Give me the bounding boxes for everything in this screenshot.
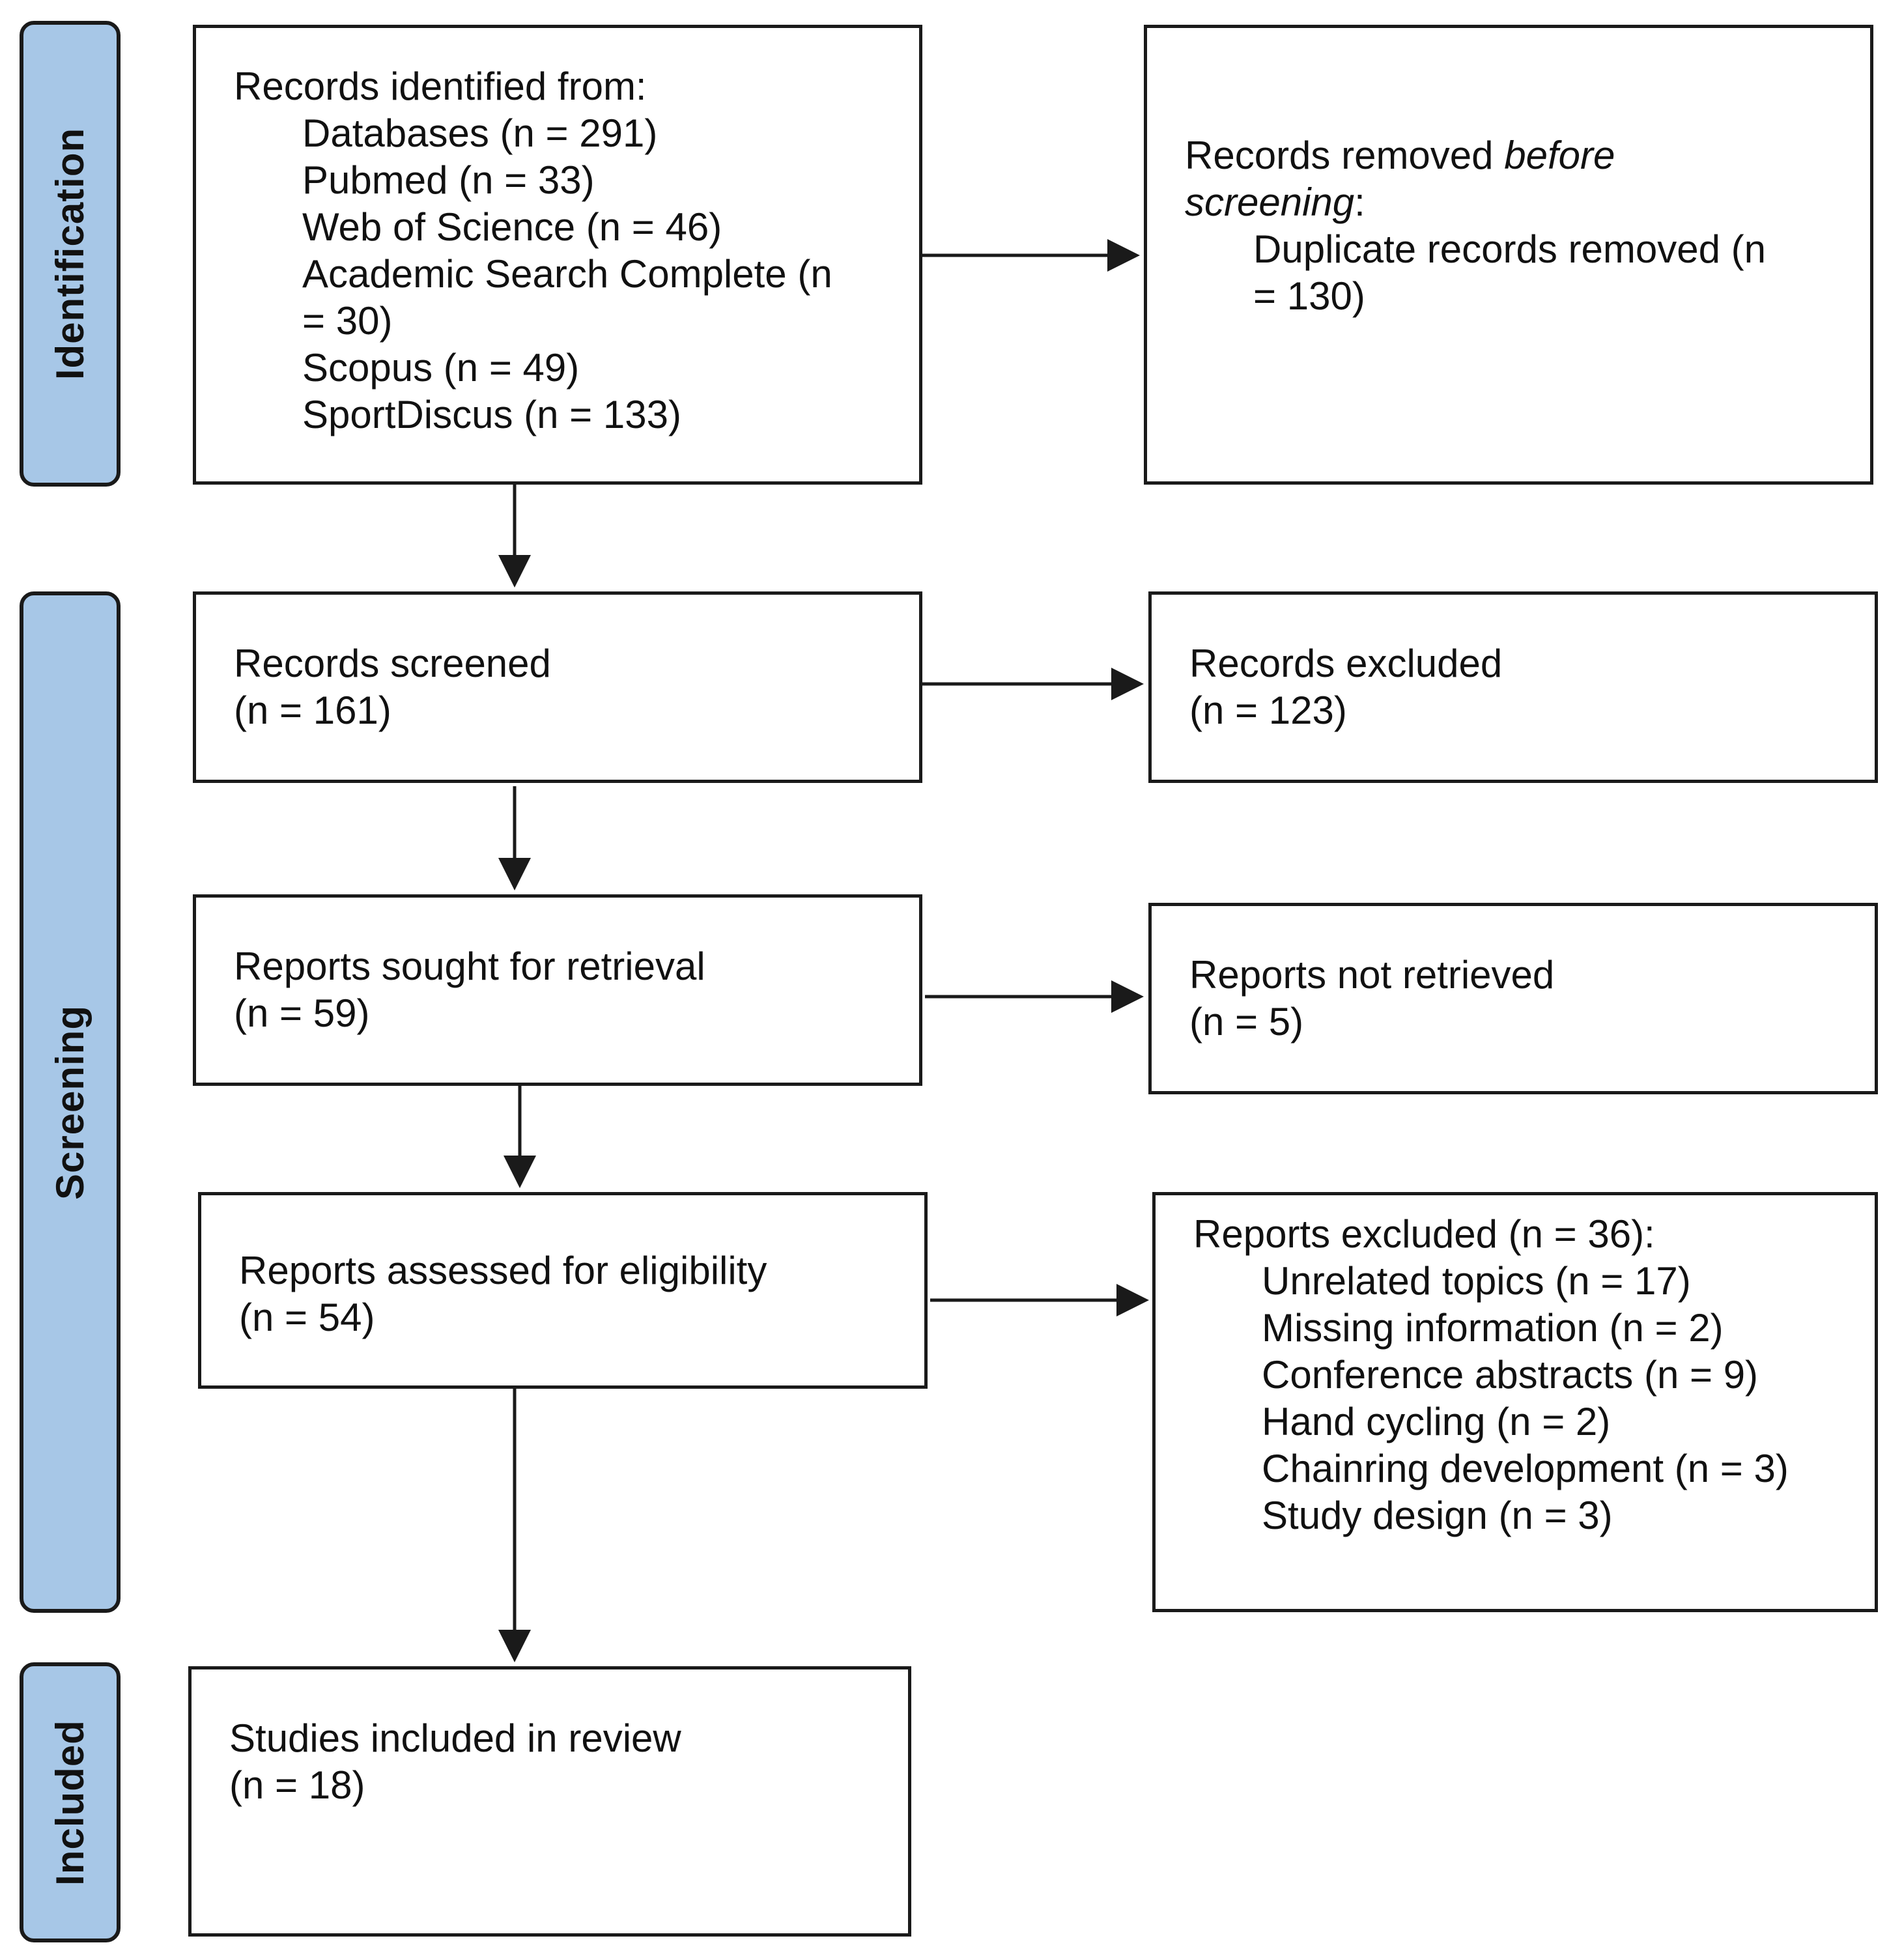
records-screened-title: Records screened (234, 642, 551, 685)
reports-sought-box: Reports sought for retrieval (n = 59) (193, 894, 922, 1086)
studies-included-box: Studies included in review (n = 18) (188, 1666, 911, 1937)
reports-excluded-item: Missing information (n = 2) (1262, 1306, 1724, 1350)
reports-not-retrieved-box: Reports not retrieved (n = 5) (1148, 903, 1878, 1094)
records-identified-item: Pubmed (n = 33) (302, 158, 595, 202)
records-screened-count: (n = 161) (234, 689, 391, 732)
records-removed-title-emphasis: before screening (1185, 134, 1615, 224)
reports-not-retrieved-title: Reports not retrieved (1189, 953, 1555, 997)
reports-excluded-item: Unrelated topics (n = 17) (1262, 1259, 1691, 1303)
reports-sought-count: (n = 59) (234, 991, 370, 1035)
records-screened-box: Records screened (n = 161) (193, 591, 922, 783)
records-excluded-title: Records excluded (1189, 642, 1503, 685)
records-removed-title-prefix: Records removed (1185, 134, 1505, 177)
phase-included-label: Included (48, 1719, 92, 1886)
reports-not-retrieved-count: (n = 5) (1189, 1000, 1304, 1044)
records-removed-box: Records removed before screening: Duplic… (1144, 25, 1873, 485)
records-excluded-count: (n = 123) (1189, 689, 1347, 732)
reports-excluded-item: Conference abstracts (n = 9) (1262, 1353, 1759, 1397)
studies-included-count: (n = 18) (229, 1763, 365, 1807)
records-removed-title-suffix: : (1354, 180, 1365, 224)
records-identified-box: Records identified from: Databases (n = … (193, 25, 922, 485)
records-identified-item: Academic Search Complete (n = 30) (302, 252, 832, 343)
records-excluded-box: Records excluded (n = 123) (1148, 591, 1878, 783)
reports-assessed-count: (n = 54) (239, 1296, 375, 1339)
duplicate-records-removed: Duplicate records removed (n = 130) (1253, 227, 1767, 318)
reports-excluded-box: Reports excluded (n = 36): Unrelated top… (1152, 1192, 1878, 1612)
reports-excluded-item: Study design (n = 3) (1262, 1494, 1613, 1537)
records-identified-item: Web of Science (n = 46) (302, 205, 722, 249)
reports-assessed-title: Reports assessed for eligibility (239, 1249, 767, 1292)
phase-identification: Identification (20, 21, 121, 487)
phase-screening-label: Screening (48, 1004, 92, 1200)
phase-identification-label: Identification (48, 127, 92, 380)
studies-included-title: Studies included in review (229, 1716, 681, 1760)
reports-excluded-item: Hand cycling (n = 2) (1262, 1400, 1611, 1443)
records-identified-item: SportDiscus (n = 133) (302, 393, 681, 436)
records-removed-title: Records removed before screening: (1185, 132, 1706, 226)
reports-sought-title: Reports sought for retrieval (234, 944, 705, 988)
phase-screening: Screening (20, 591, 121, 1613)
records-identified-title: Records identified from: (234, 64, 647, 108)
records-identified-item: Databases (n = 291) (302, 111, 658, 155)
records-identified-item: Scopus (n = 49) (302, 346, 580, 390)
phase-included: Included (20, 1662, 121, 1942)
reports-excluded-item: Chainring development (n = 3) (1262, 1447, 1789, 1490)
reports-excluded-title: Reports excluded (n = 36): (1193, 1212, 1655, 1256)
reports-assessed-box: Reports assessed for eligibility (n = 54… (198, 1192, 928, 1389)
